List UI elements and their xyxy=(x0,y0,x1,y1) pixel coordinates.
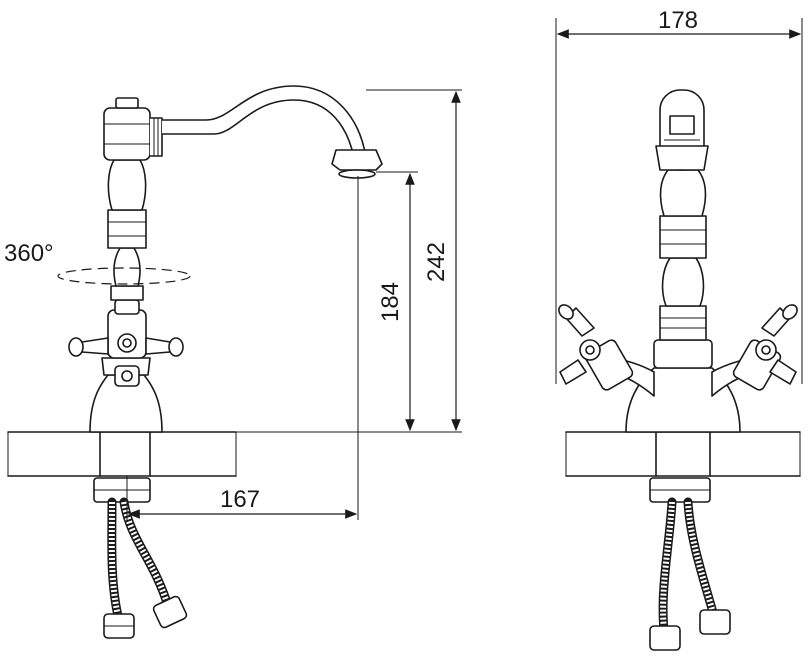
label-total-height: 242 xyxy=(423,242,450,282)
cross-handle-left-front xyxy=(558,304,634,391)
label-rotation: 360° xyxy=(4,240,54,267)
faucet-column-front xyxy=(659,169,707,341)
countertop-section-left xyxy=(7,431,237,477)
supply-hoses-side xyxy=(93,477,188,639)
side-view xyxy=(7,85,383,639)
label-total-width: 178 xyxy=(658,7,698,34)
countertop-section-right xyxy=(565,431,801,477)
label-spout-reach: 167 xyxy=(220,486,260,513)
rotation-indicator xyxy=(57,267,191,285)
cross-handle-side xyxy=(68,299,184,387)
label-spout-height: 184 xyxy=(377,282,404,322)
dimension-lines-side xyxy=(126,89,462,520)
faucet-column xyxy=(107,159,147,301)
spout-side xyxy=(103,85,383,179)
front-view xyxy=(558,89,801,651)
supply-hoses-front xyxy=(649,477,731,651)
cross-handle-right-front xyxy=(732,304,798,391)
faucet-base-front xyxy=(599,339,767,433)
dimension-lines-front xyxy=(555,18,803,384)
spout-front xyxy=(655,89,709,171)
